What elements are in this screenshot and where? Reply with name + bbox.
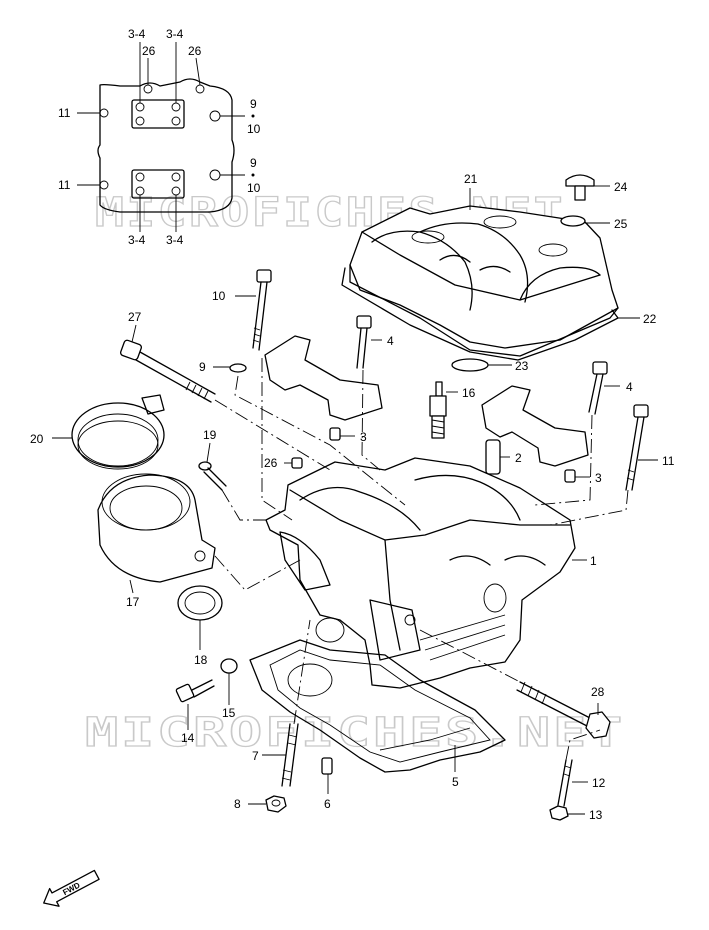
- callout-17: 17: [126, 595, 140, 609]
- callout-12: 12: [592, 776, 606, 790]
- callout-25: 25: [614, 217, 628, 231]
- callout-10: 10: [212, 289, 226, 303]
- callout-27: 27: [128, 310, 142, 324]
- plug-gasket-ring: [451, 358, 489, 372]
- nut-8: [265, 795, 287, 813]
- inset-label-3-4-tr: 3-4: [166, 27, 184, 41]
- inset-label-10-bottom: 10: [247, 181, 261, 195]
- cylinder-head: [265, 457, 576, 689]
- inset-label-3-4-tl: 3-4: [128, 27, 146, 41]
- callout-4-right: 4: [626, 380, 633, 394]
- inset-label-10-top: 10: [247, 122, 261, 136]
- screw-19: [198, 461, 227, 491]
- long-bolt-10: [252, 269, 272, 351]
- spark-plug: [429, 381, 447, 439]
- sleeve-2: [485, 439, 501, 475]
- dowel-3-b: [564, 469, 576, 483]
- through-bolt-28: [516, 681, 611, 739]
- callout-11: 11: [662, 454, 675, 468]
- callout-24: 24: [614, 180, 628, 194]
- stud-12: [557, 759, 573, 807]
- bolt-4-right: [588, 361, 608, 415]
- cover-washer: [560, 215, 586, 227]
- inset-label-9-bottom: 9: [250, 156, 257, 170]
- callout-4-left: 4: [387, 334, 394, 348]
- callout-23: 23: [515, 359, 529, 373]
- cylinder-head-cover: [349, 205, 619, 357]
- callout-3-upper: 3: [360, 430, 367, 444]
- inset-label-11-top: 11: [58, 106, 71, 120]
- callout-22: 22: [643, 312, 657, 326]
- callout-13: 13: [589, 808, 603, 822]
- assembly-lines: [214, 358, 629, 761]
- watermark-bottom: MICROFICHES.NET: [85, 710, 625, 756]
- callout-1: 1: [590, 554, 597, 568]
- washer-9: [229, 363, 247, 373]
- callout-7: 7: [252, 749, 259, 763]
- cam-holder-right: [481, 385, 589, 467]
- callout-16: 16: [462, 386, 476, 400]
- callout-3-lower: 3: [595, 471, 602, 485]
- cover-cap-bolt: [565, 174, 595, 201]
- inset-label-3-4-bl: 3-4: [128, 233, 146, 247]
- inset-bolt-pattern: [77, 42, 255, 232]
- inset-label-3-4-br: 3-4: [166, 233, 184, 247]
- callout-6: 6: [324, 797, 331, 811]
- o-ring-18-inner: [184, 591, 216, 615]
- inset-label-9-top: 9: [250, 97, 257, 111]
- callout-9: 9: [199, 360, 206, 374]
- inset-label-26-r: 26: [188, 44, 202, 58]
- intake-pipe-17: [97, 473, 216, 583]
- callout-8: 8: [234, 797, 241, 811]
- bolt-4-left: [356, 315, 372, 369]
- dowel-26: [291, 457, 303, 469]
- callout-21: 21: [464, 172, 478, 186]
- dowel-6: [321, 757, 333, 775]
- leader-lines: [52, 185, 658, 815]
- callout-20: 20: [30, 432, 44, 446]
- fwd-arrow-icon: FWD: [43, 869, 100, 907]
- through-bolt-27: [120, 339, 216, 403]
- cover-gasket: [341, 267, 619, 361]
- callout-14: 14: [181, 731, 195, 745]
- callout-28: 28: [591, 685, 605, 699]
- callout-18: 18: [194, 653, 208, 667]
- nut-13: [549, 805, 569, 821]
- head-gasket: [249, 639, 506, 773]
- callout-2: 2: [515, 451, 522, 465]
- washer-15: [220, 658, 238, 674]
- callout-26: 26: [264, 456, 278, 470]
- callout-15: 15: [222, 706, 236, 720]
- bolt-14: [175, 679, 215, 703]
- bolt-11: [625, 404, 649, 491]
- inset-label-26-l: 26: [142, 44, 156, 58]
- inset-label-11-bottom: 11: [58, 178, 71, 192]
- callout-19: 19: [203, 428, 217, 442]
- cam-holder-left: [264, 335, 383, 421]
- dowel-3-a: [329, 427, 341, 441]
- callout-5: 5: [452, 775, 459, 789]
- intake-clamp-20: [71, 394, 165, 470]
